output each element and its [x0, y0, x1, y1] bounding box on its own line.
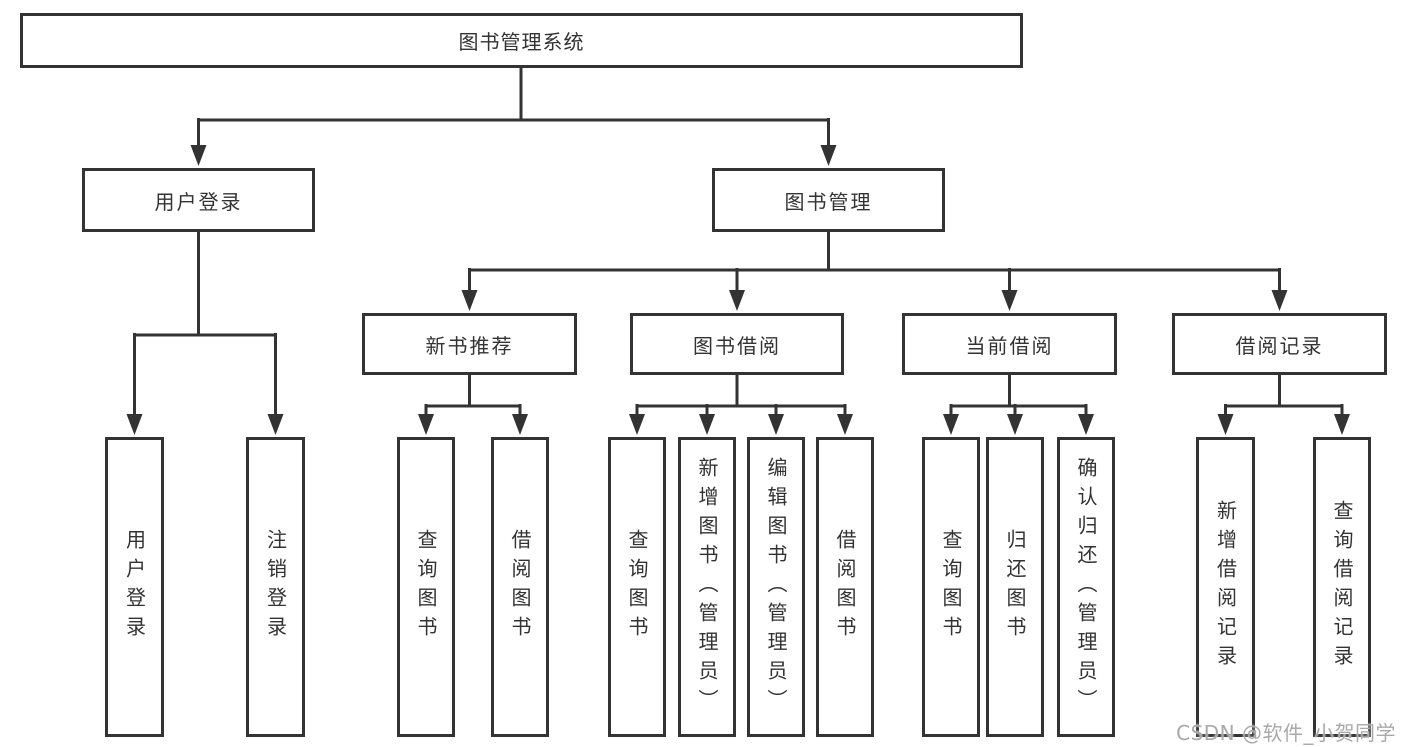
arrowhead — [1271, 290, 1288, 311]
leaf-records-query-record: 查询借阅记录 — [1313, 437, 1371, 737]
arrowhead — [267, 414, 284, 435]
csdn-watermark: CSDN @软件_小贺同学 — [1176, 721, 1396, 745]
node-root: 图书管理系统 — [20, 13, 1023, 68]
arrowhead — [126, 414, 143, 435]
leaf-borrow-query-book-label: 查询图书 — [625, 529, 649, 645]
node-current-borrow: 当前借阅 — [902, 313, 1117, 375]
connector-book-management-split — [468, 232, 1281, 296]
leaf-recommend-query-book: 查询图书 — [397, 437, 455, 737]
leaf-borrow-query-book: 查询图书 — [608, 437, 666, 737]
node-user-login: 用户登录 — [82, 168, 315, 232]
leaf-current-confirm-return-admin: 确认归还（管理员） — [1057, 437, 1115, 737]
leaf-current-query-book-label: 查询图书 — [939, 529, 963, 645]
arrowhead — [729, 290, 745, 311]
connector-paths — [133, 68, 1344, 421]
leaf-recommend-borrow-book: 借阅图书 — [491, 437, 549, 737]
node-borrow-records-label: 借阅记录 — [1235, 333, 1324, 358]
leaf-recommend-borrow-book-label: 借阅图书 — [508, 529, 532, 645]
arrowhead — [943, 414, 959, 435]
node-root-label: 图书管理系统 — [458, 30, 585, 54]
leaf-recommend-query-book-label: 查询图书 — [414, 529, 438, 645]
leaf-borrow-add-book-admin-label: 新增图书（管理员） — [695, 456, 719, 718]
leaf-borrow-edit-book-admin: 编辑图书（管理员） — [747, 437, 805, 737]
arrowhead — [837, 414, 853, 435]
node-borrow-records: 借阅记录 — [1172, 313, 1387, 375]
leaf-current-confirm-return-admin-label: 确认归还（管理员） — [1074, 456, 1098, 718]
node-current-borrow-label: 当前借阅 — [965, 333, 1054, 358]
connector-current-borrow-split — [949, 375, 1088, 421]
arrowhead — [820, 145, 837, 166]
leaf-user-login-label: 用户登录 — [122, 529, 147, 645]
connector-root-split — [197, 68, 830, 150]
arrowhead — [461, 290, 478, 311]
leaf-current-query-book: 查询图书 — [922, 437, 980, 737]
leaf-records-add-record-label: 新增借阅记录 — [1213, 500, 1238, 674]
connector-user-login-split — [133, 232, 277, 420]
arrowhead — [1007, 414, 1023, 435]
leaf-logout-label: 注销登录 — [263, 529, 288, 645]
connector-new-book-recommend-split — [424, 375, 522, 421]
leaf-borrow-edit-book-admin-label: 编辑图书（管理员） — [764, 456, 788, 718]
connector-book-borrow-split — [635, 375, 847, 421]
arrowhead — [1078, 414, 1094, 435]
node-book-borrow-label: 图书借阅 — [693, 333, 781, 358]
arrowhead — [1217, 414, 1234, 435]
node-new-book-recommend-label: 新书推荐 — [425, 333, 514, 358]
node-book-management: 图书管理 — [712, 168, 945, 232]
leaf-borrow-borrow-book-label: 借阅图书 — [833, 529, 857, 645]
leaf-borrow-add-book-admin: 新增图书（管理员） — [678, 437, 736, 737]
node-user-login-label: 用户登录 — [154, 189, 243, 214]
leaf-current-return-book-label: 归还图书 — [1003, 529, 1027, 645]
leaf-user-login: 用户登录 — [105, 437, 164, 737]
arrowhead — [699, 414, 715, 435]
leaf-records-add-record: 新增借阅记录 — [1196, 437, 1255, 737]
leaf-current-return-book: 归还图书 — [986, 437, 1044, 737]
node-book-borrow: 图书借阅 — [630, 313, 844, 375]
arrowhead — [1001, 290, 1018, 311]
leaf-logout: 注销登录 — [246, 437, 305, 737]
arrowhead — [418, 414, 434, 435]
arrowhead — [512, 414, 528, 435]
leaf-borrow-borrow-book: 借阅图书 — [816, 437, 874, 737]
arrowhead — [629, 414, 645, 435]
arrowhead — [190, 145, 207, 166]
leaf-records-query-record-label: 查询借阅记录 — [1330, 500, 1354, 674]
node-book-management-label: 图书管理 — [784, 189, 873, 214]
connector-borrow-records-split — [1224, 375, 1344, 421]
arrowhead — [1334, 414, 1350, 435]
node-new-book-recommend: 新书推荐 — [362, 313, 577, 375]
arrowhead — [768, 414, 784, 435]
